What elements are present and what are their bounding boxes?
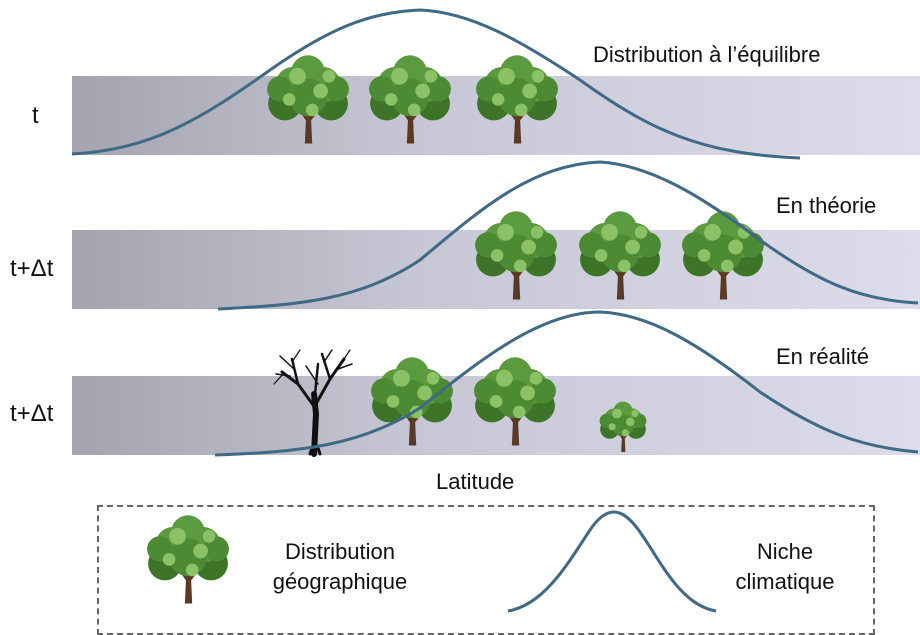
tree-icon (579, 211, 661, 300)
axis-label-latitude: Latitude (436, 469, 515, 494)
caption-row-2: En théorie (776, 193, 877, 218)
tree-icon (475, 211, 557, 300)
tree-icon (267, 55, 349, 144)
tree-icon (371, 357, 453, 446)
tree-icon (369, 55, 451, 144)
tree-icon (147, 515, 229, 604)
legend-tree-label-line2: géographique (272, 569, 408, 594)
dead-tree-icon (273, 349, 353, 457)
legend-tree-label: Distribution géographique (255, 537, 425, 597)
tree-icon (682, 211, 764, 300)
diagram-svg (71, 8, 919, 613)
niche-curve-icon (507, 510, 717, 613)
time-label-row-1: t (32, 102, 39, 129)
legend-curve-label-line1: Niche (756, 539, 814, 564)
tree-icon (599, 401, 647, 452)
tree-icon (476, 55, 558, 144)
time-label-row-2: t+Δt (10, 255, 54, 282)
niche-curve-row-1 (71, 8, 801, 160)
time-label-row-3: t+Δt (10, 400, 54, 427)
niche-curve-row-2 (217, 160, 919, 311)
legend-curve-label: Niche climatique (720, 537, 850, 597)
legend-tree-label-line1: Distribution (284, 539, 396, 564)
caption-row-1: Distribution à l’équilibre (593, 42, 821, 67)
legend-curve-label-line2: climatique (735, 569, 835, 594)
niche-curve-row-3 (214, 310, 919, 457)
caption-row-3: En réalité (776, 344, 869, 369)
tree-icon (474, 357, 556, 446)
